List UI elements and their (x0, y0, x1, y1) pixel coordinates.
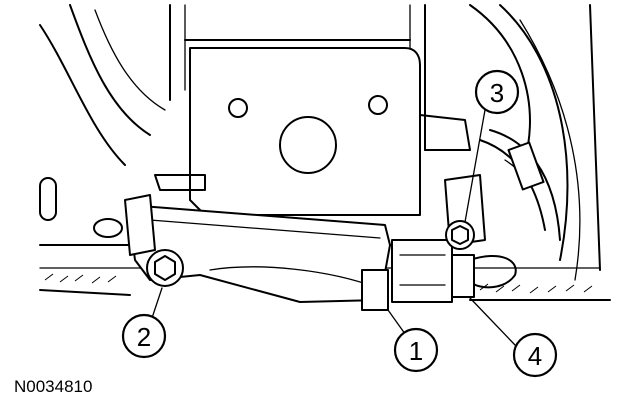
callout-3: 3 (474, 69, 520, 115)
callout-1-label: 1 (409, 336, 423, 366)
callout-2: 2 (121, 313, 167, 359)
figure-id: N0034810 (14, 377, 92, 396)
sensor-bracket (124, 194, 391, 303)
bolt-2 (146, 249, 184, 287)
wiring-harness (444, 129, 561, 289)
callout-3-label: 3 (490, 78, 504, 108)
callout-4: 4 (512, 332, 558, 378)
bolt-3 (445, 220, 475, 250)
callout-4-label: 4 (528, 341, 542, 371)
mounting-plate (154, 47, 471, 216)
callout-2-label: 2 (137, 322, 151, 352)
callout-1: 1 (393, 327, 439, 373)
electrical-connector (361, 239, 475, 311)
